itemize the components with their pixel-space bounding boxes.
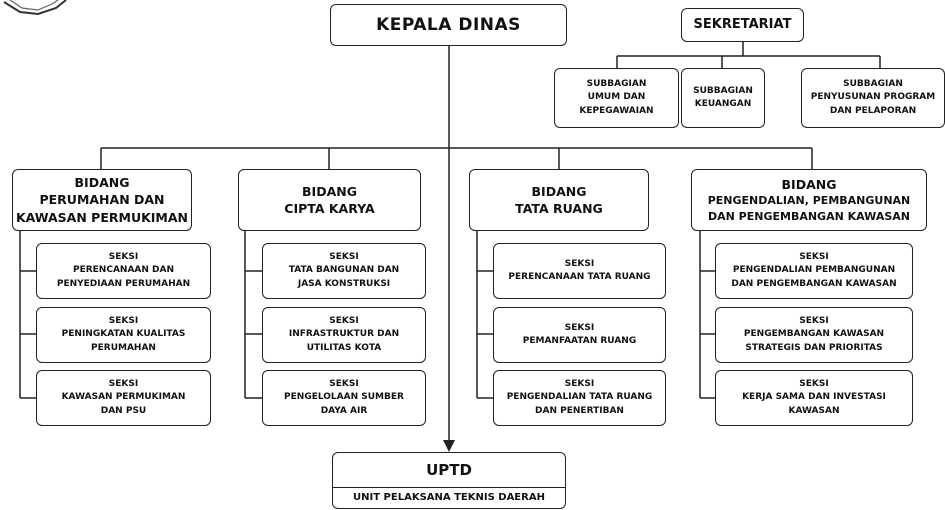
seksi-line: PERUMAHAN bbox=[91, 342, 156, 353]
bidang-pengendalian-line-1: BIDANG bbox=[781, 176, 837, 192]
seksi-line: PENGENDALIAN TATA RUANG bbox=[506, 392, 653, 403]
seksi-pengembangan-kawasan-box: SEKSI PENGEMBANGAN KAWASAN STRATEGIS DAN… bbox=[715, 307, 913, 363]
seksi-line: SEKSI bbox=[329, 252, 359, 263]
bidang-perumahan-line-3: KAWASAN PERMUKIMAN bbox=[15, 209, 188, 225]
seksi-line: TATA BANGUNAN DAN bbox=[288, 265, 400, 276]
subbagian-penyusunan-line-3: DAN PELAPORAN bbox=[829, 105, 917, 116]
subbagian-penyusunan-line-1: SUBBAGIAN bbox=[843, 79, 903, 90]
bidang-cipta-karya-line-2: CIPTA KARYA bbox=[284, 201, 375, 216]
seksi-line: PENGELOLAAN SUMBER bbox=[284, 392, 404, 403]
seksi-line: DAN PENERTIBAN bbox=[535, 405, 624, 416]
seksi-line: PERENCANAAN DAN bbox=[72, 265, 175, 276]
seksi-line: PENYEDIAAN PERUMAHAN bbox=[56, 278, 191, 289]
seksi-line: PERENCANAAN TATA RUANG bbox=[508, 272, 651, 282]
seksi-pengendalian-pembangunan-box: SEKSI PENGENDALIAN PEMBANGUNAN DAN PENGE… bbox=[715, 243, 913, 299]
seksi-line: PENGEMBANGAN KAWASAN bbox=[743, 329, 885, 340]
bidang-tata-ruang-box: BIDANG TATA RUANG bbox=[469, 169, 649, 231]
uptd-box: UPTD UNIT PELAKSANA TEKNIS DAERAH bbox=[332, 452, 566, 509]
kepala-dinas-box: KEPALA DINAS bbox=[330, 4, 567, 46]
bidang-cipta-karya-line-1: BIDANG bbox=[302, 183, 357, 199]
seksi-kerja-sama-box: SEKSI KERJA SAMA DAN INVESTASI KAWASAN bbox=[715, 370, 913, 426]
sekretariat-box: SEKRETARIAT bbox=[681, 8, 804, 42]
seksi-pemanfaatan-ruang-box: SEKSI PEMANFAATAN RUANG bbox=[493, 307, 666, 363]
seksi-line: SEKSI bbox=[799, 379, 829, 390]
seksi-infrastruktur-box: SEKSI INFRASTRUKTUR DAN UTILITAS KOTA bbox=[262, 307, 426, 363]
bidang-perumahan-line-2: PERUMAHAN DAN bbox=[39, 192, 165, 208]
seksi-line: INFRASTRUKTUR DAN bbox=[288, 329, 400, 340]
subbagian-penyusunan-line-2: PENYUSUNAN PROGRAM bbox=[810, 92, 936, 103]
bidang-pengendalian-line-2: PENGENDALIAN, PEMBANGUNAN bbox=[707, 194, 911, 208]
seksi-line: UTILITAS KOTA bbox=[306, 342, 382, 353]
seksi-perencanaan-perumahan-box: SEKSI PERENCANAAN DAN PENYEDIAAN PERUMAH… bbox=[36, 243, 211, 299]
seksi-perencanaan-tata-ruang-box: SEKSI PERENCANAAN TATA RUANG bbox=[493, 243, 666, 299]
seksi-sumber-daya-air-box: SEKSI PENGELOLAAN SUMBER DAYA AIR bbox=[262, 370, 426, 426]
uptd-subtitle: UNIT PELAKSANA TEKNIS DAERAH bbox=[353, 492, 545, 504]
seksi-line: KAWASAN bbox=[788, 405, 840, 416]
seksi-line: SEKSI bbox=[564, 379, 595, 390]
subbagian-umum-line-1: SUBBAGIAN bbox=[586, 79, 647, 90]
seksi-peningkatan-kualitas-box: SEKSI PENINGKATAN KUALITAS PERUMAHAN bbox=[36, 307, 211, 363]
seksi-pengendalian-tata-ruang-box: SEKSI PENGENDALIAN TATA RUANG DAN PENERT… bbox=[493, 370, 666, 426]
seksi-line: SEKSI bbox=[564, 258, 595, 269]
subbagian-umum-line-3: KEPEGAWAIAN bbox=[579, 105, 654, 116]
logo-emblem bbox=[3, 0, 67, 16]
subbagian-penyusunan-box: SUBBAGIAN PENYUSUNAN PROGRAM DAN PELAPOR… bbox=[801, 68, 945, 128]
seksi-line: SEKSI bbox=[329, 316, 359, 327]
bidang-tata-ruang-line-2: TATA RUANG bbox=[515, 201, 603, 216]
seksi-line: DAN PSU bbox=[100, 405, 147, 416]
sekretariat-label: SEKRETARIAT bbox=[693, 17, 792, 33]
uptd-title: UPTD bbox=[333, 453, 565, 488]
kepala-dinas-label: KEPALA DINAS bbox=[376, 14, 521, 35]
subbagian-keuangan-line-1: SUBBAGIAN bbox=[693, 85, 753, 96]
seksi-line: JASA KONSTRUKSI bbox=[297, 278, 391, 289]
bidang-cipta-karya-box: BIDANG CIPTA KARYA bbox=[238, 169, 421, 231]
seksi-line: SEKSI bbox=[108, 316, 139, 327]
subbagian-keuangan-line-2: KEUANGAN bbox=[694, 99, 752, 109]
seksi-line: KAWASAN PERMUKIMAN bbox=[61, 392, 186, 403]
bidang-tata-ruang-line-1: BIDANG bbox=[531, 183, 587, 199]
seksi-line: SEKSI bbox=[799, 316, 829, 327]
bidang-perumahan-box: BIDANG PERUMAHAN DAN KAWASAN PERMUKIMAN bbox=[12, 169, 192, 231]
seksi-line: SEKSI bbox=[799, 252, 829, 263]
seksi-line: DAN PENGEMBANGAN KAWASAN bbox=[731, 278, 897, 289]
seksi-line: PENGENDALIAN PEMBANGUNAN bbox=[732, 265, 896, 276]
seksi-line: PEMANFAATAN RUANG bbox=[522, 336, 637, 346]
subbagian-umum-line-2: UMUM DAN bbox=[587, 92, 646, 103]
seksi-line: SEKSI bbox=[108, 379, 139, 390]
seksi-line: DAYA AIR bbox=[320, 405, 368, 416]
seksi-tata-bangunan-box: SEKSI TATA BANGUNAN DAN JASA KONSTRUKSI bbox=[262, 243, 426, 299]
seksi-line: KERJA SAMA DAN INVESTASI bbox=[742, 392, 886, 403]
seksi-kawasan-permukiman-box: SEKSI KAWASAN PERMUKIMAN DAN PSU bbox=[36, 370, 211, 426]
subbagian-umum-box: SUBBAGIAN UMUM DAN KEPEGAWAIAN bbox=[554, 68, 679, 128]
seksi-line: PENINGKATAN KUALITAS bbox=[61, 329, 186, 340]
seksi-line: SEKSI bbox=[564, 322, 595, 333]
bidang-pengendalian-line-3: DAN PENGEMBANGAN KAWASAN bbox=[708, 209, 910, 223]
seksi-line: SEKSI bbox=[108, 252, 139, 263]
bidang-pengendalian-box: BIDANG PENGENDALIAN, PEMBANGUNAN DAN PEN… bbox=[691, 169, 927, 231]
subbagian-keuangan-box: SUBBAGIAN KEUANGAN bbox=[681, 68, 765, 128]
seksi-line: STRATEGIS DAN PRIORITAS bbox=[745, 342, 883, 353]
seksi-line: SEKSI bbox=[329, 379, 359, 390]
bidang-perumahan-line-1: BIDANG bbox=[74, 174, 130, 190]
